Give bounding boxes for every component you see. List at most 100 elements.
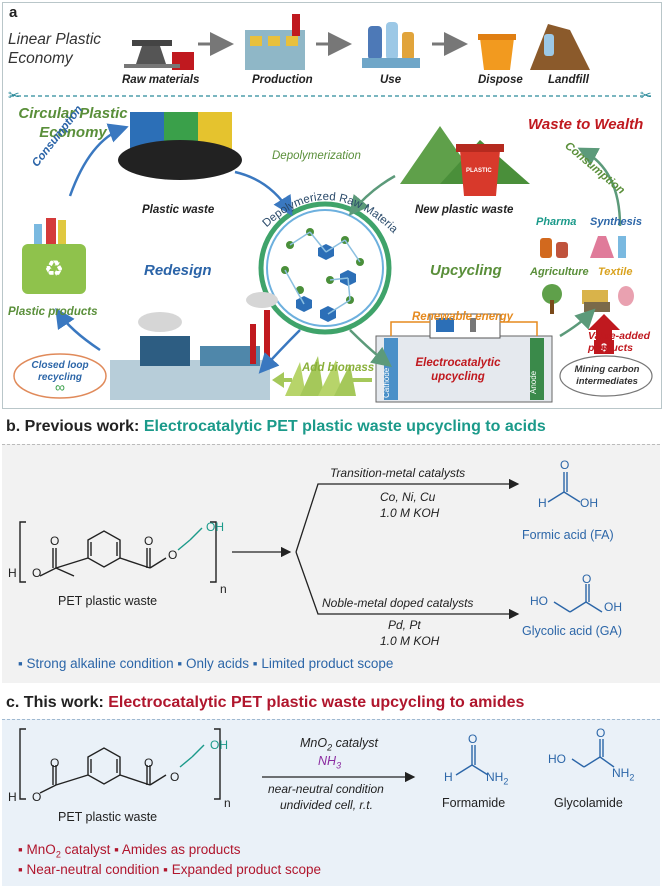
textile-label: Textile [598,266,633,278]
upper-condition-base: 1.0 M KOH [380,506,440,520]
glycolamide-nh: NH [612,766,630,780]
linear-step-raw-materials: Raw materials [122,74,200,86]
synthesis-icon [590,236,626,258]
panel-a-label: a [9,4,18,21]
arrow-cell-to-products [559,308,596,338]
formamide-nh: NH [486,770,504,784]
arrow-center-to-plant [258,329,301,374]
formamide-o: O [468,732,478,746]
bullet-only-acids: Only acids [185,656,249,671]
cathode-label: Cathode [382,367,391,398]
pet-n-b: n [220,582,227,596]
formamide-h: H [444,770,453,784]
linear-step-dispose: Dispose [478,74,523,86]
pet-h-b: H [8,566,17,580]
pet-o-carbonyl2-c: O [144,756,154,770]
glycolic-o: O [582,572,592,586]
bullet-marker: ▪ [252,656,262,671]
factory-icon [245,14,305,70]
bullet-marker: ▪ [114,842,122,857]
linear-step-landfill: Landfill [548,74,589,86]
upcycling-label: Upcycling [430,262,502,279]
panel-c-heading-rest: Electrocatalytic PET plastic waste upcyc… [108,694,525,711]
glycolamide-nh2: NH2 [612,766,634,782]
panel-b-bullets: ▪ Strong alkaline condition ▪ Only acids… [18,656,393,671]
formic-acid-label: Formic acid (FA) [522,528,614,542]
catalyst-condition: MnO2 catalyst [300,736,378,753]
pet-glycol-b [177,527,203,551]
panel-c-heading: c. This work: Electrocatalytic PET plast… [6,694,524,712]
reagent-condition: NH3 [318,754,341,771]
bullet-mno2-sub: 2 [55,849,61,860]
value-arrow-icon: $ [588,314,620,354]
glycolic-acid-structure [553,584,603,613]
pet-structure-b [19,521,217,583]
panel-c [2,719,660,886]
formic-h: H [538,496,547,510]
catalyst-mno: MnO [300,736,328,750]
add-biomass-label: Add biomass [302,362,375,374]
arrow-plant-to-products [55,307,101,352]
redesign-label: Redesign [144,262,212,279]
arrow-center-to-cell [349,329,392,368]
formic-acid-structure [547,472,581,503]
electrocatalytic-upcycling-label: Electrocatalytic upcycling [415,357,501,383]
lower-condition-title: Noble-metal doped catalysts [322,596,474,610]
bullet-limited-scope: Limited product scope [261,656,394,671]
bullet-marker: ▪ [18,656,27,671]
bullet-expanded-scope: Expanded product scope [171,862,322,877]
panel-b-heading-prefix: b. Previous work: [6,418,140,435]
upper-condition-title: Transition-metal catalysts [330,466,466,480]
pet-o-carbonyl1-c: O [50,756,60,770]
bullet-marker: ▪ [163,862,172,877]
arrow-consumption-left [68,123,129,197]
panel-c-heading-prefix: c. This work: [6,694,104,711]
upper-condition-metals: Co, Ni, Cu [380,490,436,504]
oil-pump-icon [124,40,194,70]
scissors-icon-right: ✂ [640,87,652,103]
arrow-add-biomass-head [272,372,284,388]
formic-oh: OH [580,496,598,510]
depolymerization-label: Depolymerization [272,150,361,162]
formamide-label: Formamide [442,796,506,810]
lower-condition-metals: Pd, Pt [388,618,421,632]
arrow-b-upper [295,478,520,553]
textile-icon [582,286,634,312]
plastic-bin-label: PLASTIC [466,168,492,174]
bullet-mno2-rest: catalyst [60,842,111,857]
pet-o-ester2-c: O [170,770,180,784]
electrolyzer-icon [375,313,553,403]
circular-economy-title: Circular Plastic Economy [18,105,128,141]
panel-c-scheme [19,728,615,800]
pet-o-ester2-b: O [168,548,178,562]
glycolamide-label: Glycolamide [554,796,623,810]
pet-n-c: n [224,796,231,810]
closed-loop-label: Closed loop recycling [31,360,89,383]
pharma-icon [540,238,568,258]
chemical-plant-icon [110,292,278,400]
pet-o-ester1-b: O [32,566,42,580]
panel-c-bullets-row2: ▪ Near-neutral condition ▪ Expanded prod… [18,862,321,877]
arrow-consumption-right [577,147,622,227]
mining-cloud [559,355,653,397]
grass-icon [285,356,356,396]
glycolic-acid-label: Glycolic acid (GA) [522,624,623,638]
new-plastic-waste-label: New plastic waste [415,204,514,216]
mining-carbon-label: Mining carbon intermediates [574,364,640,387]
pet-h-c: H [8,790,17,804]
lower-condition-base: 1.0 M KOH [380,634,440,648]
depolymerized-circle [258,201,392,335]
pet-oh-b: OH [206,520,224,534]
pet-glycol-c [179,744,205,768]
pet-label-b: PET plastic waste [58,594,158,608]
pet-o-carbonyl2-b: O [144,534,154,548]
bullet-marker: ▪ [18,862,27,877]
bullet-near-neutral: Near-neutral condition [26,862,160,877]
pet-label-c: PET plastic waste [58,810,158,824]
plastic-products-icon: ♻ [22,218,86,294]
glycolamide-nh-sub: 2 [629,772,635,783]
formamide-nh-sub: 2 [503,776,509,787]
synthesis-label: Synthesis [590,216,642,228]
plastic-waste-label: Plastic waste [142,204,215,216]
arrow-b-lower [295,551,520,620]
